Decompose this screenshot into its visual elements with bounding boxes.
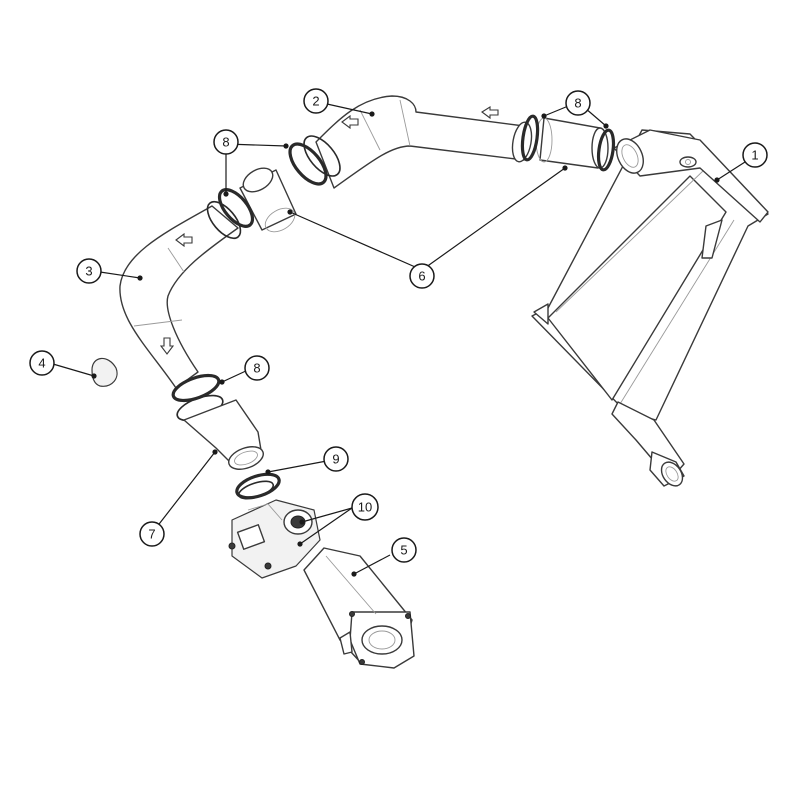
callout-label: 2 — [312, 94, 319, 109]
callout-label: 10 — [358, 500, 372, 515]
callout-label: 7 — [148, 527, 155, 542]
callout-10: 10 — [351, 493, 379, 521]
part-intake-adapter — [303, 547, 415, 669]
callout-label: 3 — [85, 264, 92, 279]
callout-6: 6 — [409, 263, 435, 289]
callout-8-right: 8 — [565, 90, 591, 116]
callout-5: 5 — [391, 537, 417, 563]
leader-dots — [91, 111, 720, 577]
callout-4: 4 — [29, 350, 55, 376]
flow-arrow-icon — [159, 337, 175, 355]
callout-8-left: 8 — [213, 129, 239, 155]
callout-label: 6 — [418, 269, 425, 284]
part-clamp-ring — [235, 472, 281, 500]
callout-7: 7 — [139, 521, 165, 547]
part-reducer-coupler — [183, 399, 264, 470]
callout-label: 8 — [574, 96, 581, 111]
callout-label: 9 — [332, 452, 339, 467]
part-cap — [91, 357, 118, 387]
callout-label: 1 — [751, 148, 758, 163]
callout-2: 2 — [303, 88, 329, 114]
part-connector-sleeve-right — [535, 117, 609, 169]
flow-arrow-icon — [341, 114, 359, 130]
callout-label: 5 — [400, 543, 407, 558]
callout-9: 9 — [323, 446, 349, 472]
part-throttle-body — [228, 499, 321, 579]
callout-label: 8 — [222, 135, 229, 150]
callout-8-lower: 8 — [244, 355, 270, 381]
callout-1: 1 — [742, 142, 768, 168]
part-upper-duct — [315, 95, 533, 189]
part-intercooler — [531, 129, 769, 487]
part-connector-sleeve-left — [239, 167, 297, 233]
part-clamps — [171, 114, 616, 422]
callout-label: 4 — [38, 356, 45, 371]
leader-lines — [52, 101, 746, 575]
flow-arrow-icon — [175, 232, 193, 248]
callout-label: 8 — [253, 361, 260, 376]
flow-arrow-icon — [481, 106, 499, 120]
part-lower-duct — [119, 205, 239, 389]
callout-3: 3 — [76, 258, 102, 284]
